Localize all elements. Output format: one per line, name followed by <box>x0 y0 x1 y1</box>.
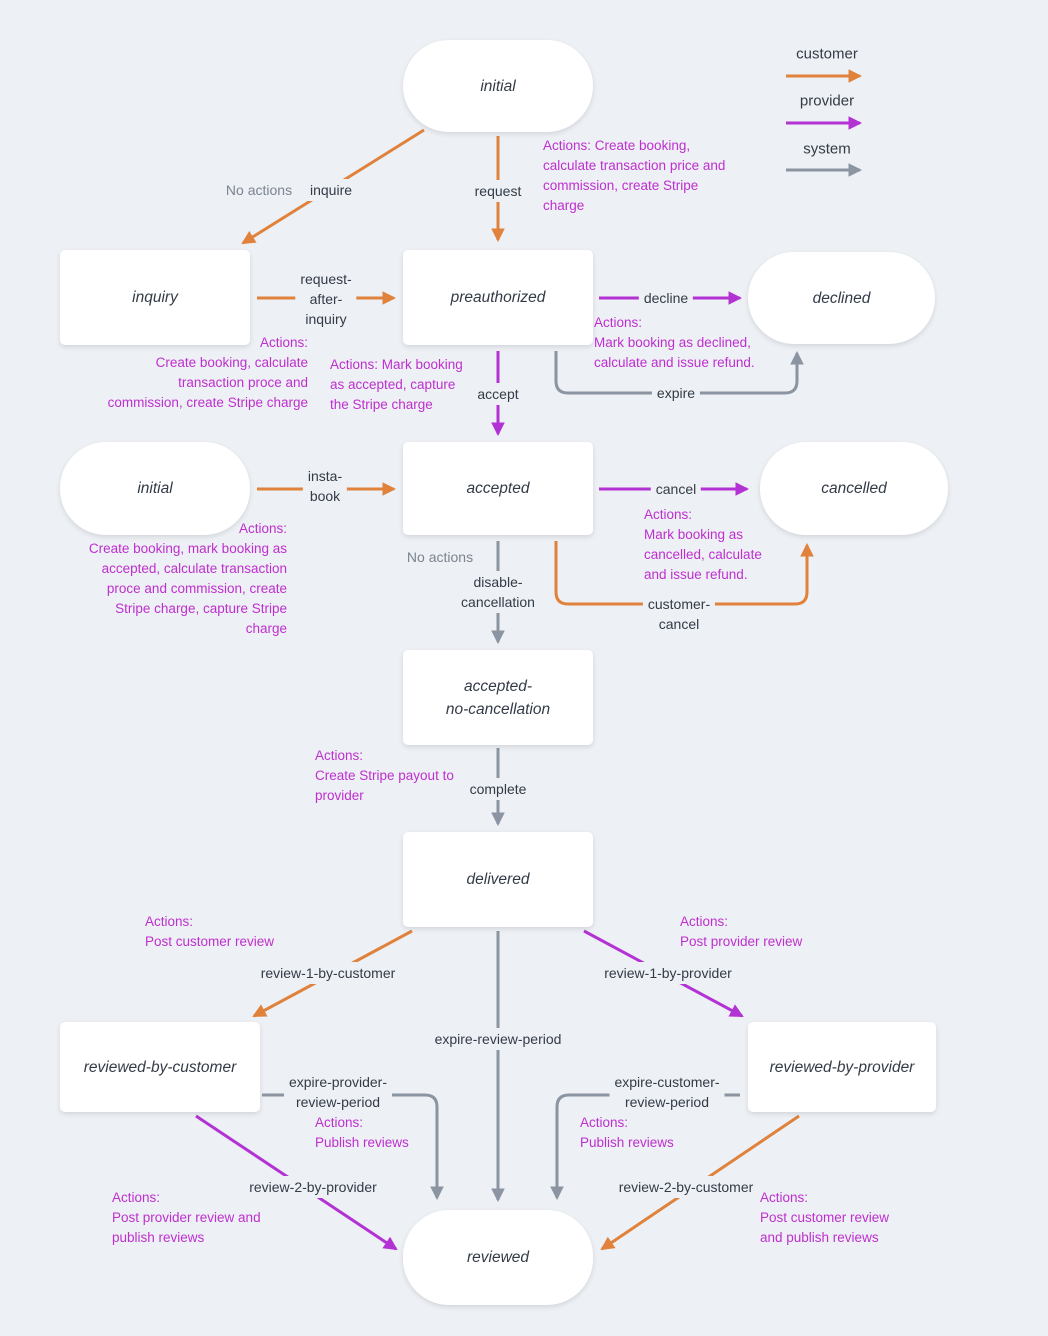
edge-label-accept: accept <box>472 383 524 405</box>
state-node-reviewed: reviewed <box>403 1210 593 1305</box>
edge-label-review-1-by-customer: review-1-by-customer <box>255 962 401 984</box>
state-node-accepted: accepted <box>403 442 593 535</box>
state-node-accepted-no-cancellation: accepted- no-cancellation <box>403 650 593 745</box>
edge-label-cancel: cancel <box>650 478 702 500</box>
edge-actions-insta-book: Actions: Create booking, mark booking as… <box>88 521 287 636</box>
edge-label-expire: expire <box>651 382 701 404</box>
state-node-delivered: delivered <box>403 832 593 927</box>
edge-expire-provider-review-period-arrow <box>262 1093 444 1201</box>
edge-label-review-1-by-provider: review-1-by-provider <box>599 962 737 984</box>
edge-label-expire-customer-review-period: expire-customer- review-period <box>609 1071 725 1113</box>
edge-note-inquire: No actions <box>220 179 298 201</box>
legend-item-customer: customer <box>796 45 858 63</box>
edge-actions-review-2-by-provider: Actions: Post provider review and publis… <box>112 1190 261 1245</box>
edge-label-inquire: inquire <box>304 179 358 201</box>
edge-label-expire-review-period: expire-review-period <box>429 1028 567 1050</box>
state-node-reviewed-by-provider: reviewed-by-provider <box>748 1022 936 1112</box>
edge-label-customer-cancel: customer- cancel <box>642 593 716 635</box>
edge-actions-decline: Actions: Mark booking as declined, calcu… <box>594 315 755 370</box>
edge-note-disable-cancellation: No actions <box>401 546 479 568</box>
edge-actions-expire-customer-review-period: Actions: Publish reviews <box>580 1115 674 1150</box>
edge-label-complete: complete <box>464 778 532 800</box>
state-node-preauthorized: preauthorized <box>403 250 593 345</box>
state-node-initial-top: initial <box>403 40 593 132</box>
legend-item-system: system <box>803 140 851 158</box>
edge-label-review-2-by-provider: review-2-by-provider <box>244 1176 382 1198</box>
edge-label-decline: decline <box>638 287 694 309</box>
edge-actions-expire-provider-review-period: Actions: Publish reviews <box>315 1115 409 1150</box>
edge-actions-accept: Actions: Mark booking as accepted, captu… <box>330 357 463 412</box>
edge-actions-request: Actions: Create booking, calculate trans… <box>543 138 726 213</box>
edge-actions-review-1-by-provider: Actions: Post provider review <box>680 914 803 949</box>
state-node-inquiry: inquiry <box>60 250 250 345</box>
edge-label-request: request <box>469 180 527 202</box>
edge-label-expire-provider-review-period: expire-provider- review-period <box>283 1071 393 1113</box>
edge-expire-customer-review-period-arrow <box>550 1093 740 1201</box>
legend-item-provider: provider <box>799 92 855 110</box>
state-node-reviewed-by-customer: reviewed-by-customer <box>60 1022 260 1112</box>
edge-actions-complete: Actions: Create Stripe payout to provide… <box>315 748 454 803</box>
state-node-declined: declined <box>748 252 935 344</box>
edge-label-request-after-inquiry: request- after- inquiry <box>295 268 357 330</box>
edge-actions-review-1-by-customer: Actions: Post customer review <box>145 914 275 949</box>
edge-label-insta-book: insta- book <box>302 465 348 507</box>
edge-actions-review-2-by-customer: Actions: Post customer review and publis… <box>760 1190 890 1245</box>
state-node-initial-left: initial <box>60 442 250 535</box>
edge-label-disable-cancellation: disable- cancellation <box>456 571 540 613</box>
edge-actions-request-after-inquiry: Actions: Create booking, calculate trans… <box>107 335 308 410</box>
edge-actions-cancel: Actions: Mark booking as cancelled, calc… <box>644 507 762 582</box>
edge-label-review-2-by-customer: review-2-by-customer <box>613 1176 759 1198</box>
state-node-cancelled: cancelled <box>760 442 948 535</box>
